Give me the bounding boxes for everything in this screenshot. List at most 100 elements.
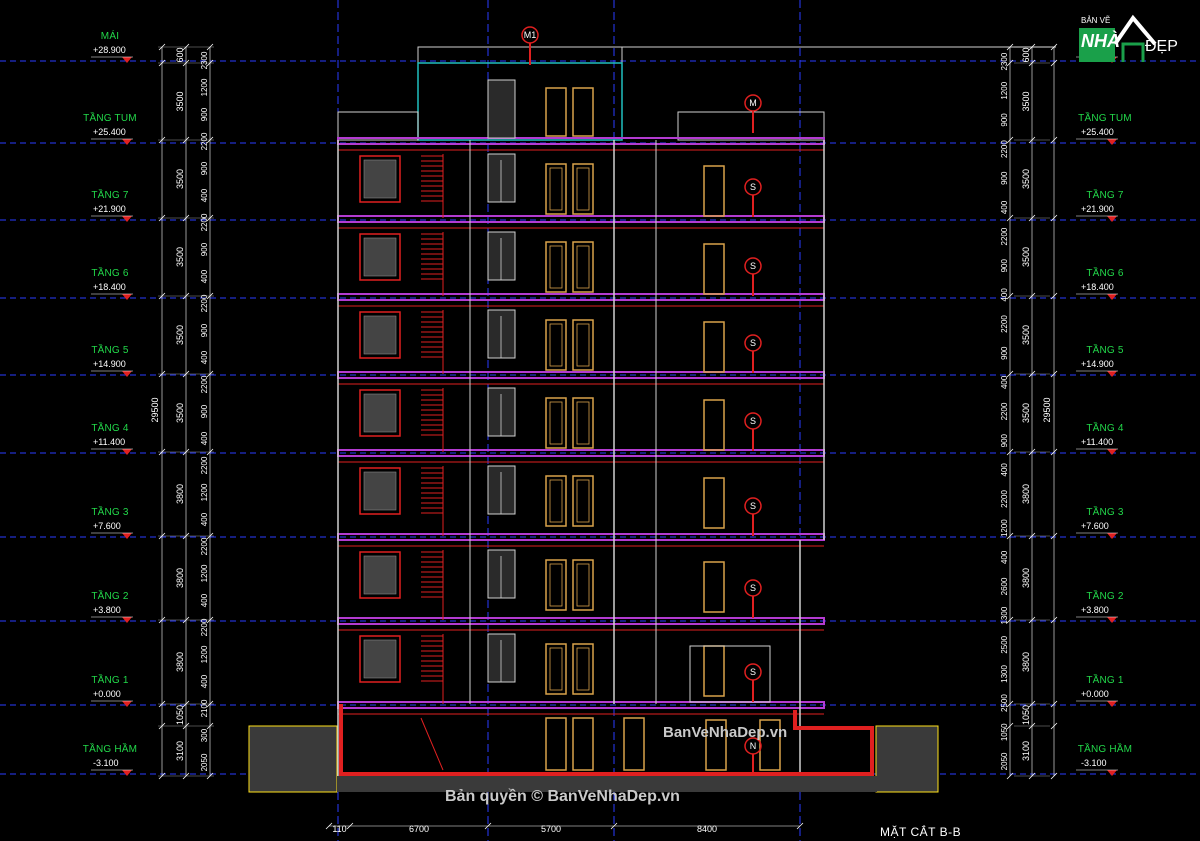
watermark-center: BanVeNhaDep.vn <box>663 724 788 741</box>
marker-circle <box>521 26 539 44</box>
marker-label: S <box>750 501 756 511</box>
dim-floor-text: 3100 <box>1021 741 1031 761</box>
door-panel <box>549 245 563 289</box>
dim-inner-text: 2200 <box>200 294 209 312</box>
dim-tick <box>1050 616 1058 624</box>
door-right <box>703 477 725 529</box>
door <box>572 559 594 611</box>
dim-floor-text: 1050 <box>175 705 185 725</box>
level-elev-left: +28.900 <box>93 45 126 55</box>
door <box>545 241 567 293</box>
level-name-left: TẦNG 3 <box>91 507 129 518</box>
door-right <box>703 165 725 217</box>
door <box>572 319 594 371</box>
dim-inner-text: 400 <box>1000 463 1009 477</box>
bottom-dim-tick <box>325 822 333 830</box>
level-name-left: TẦNG HẦM <box>82 744 138 755</box>
door <box>545 559 567 611</box>
dim-inner-text: 400 <box>1000 375 1009 389</box>
dim-inner-text: 2300 <box>200 51 209 69</box>
dim-inner-text: 400 <box>200 188 209 202</box>
level-triangle <box>1107 701 1117 707</box>
dim-floor-text: 3100 <box>175 741 185 761</box>
ground-hatch-right <box>875 725 939 793</box>
dim-inner-text: 2200 <box>1000 402 1009 420</box>
level-name-right: TẦNG 5 <box>1086 345 1124 356</box>
window-glass <box>363 471 397 511</box>
level-name-left: TẦNG 5 <box>91 345 129 356</box>
level-triangles <box>91 56 1118 776</box>
marker-circle <box>744 663 762 681</box>
dim-inner-text: 2600 <box>1000 577 1009 595</box>
dim-tick <box>1050 136 1058 144</box>
door-right <box>703 399 725 451</box>
door <box>545 397 567 449</box>
level-elev-right: +3.800 <box>1081 605 1109 615</box>
dim-floor-text: 3500 <box>1021 91 1031 111</box>
dim-inner-text: 400 <box>200 431 209 445</box>
window-glass <box>363 237 397 277</box>
window-glass <box>363 393 397 433</box>
marker-label: S <box>750 416 756 426</box>
door <box>572 475 594 527</box>
basement-door <box>759 719 781 771</box>
dim-inner-text: 1200 <box>200 483 209 501</box>
dim-inner-text: 400 <box>200 593 209 607</box>
bottom-dim-tick <box>484 822 492 830</box>
dim-tick <box>1006 448 1014 456</box>
dim-inner-text: 900 <box>1000 171 1009 185</box>
marker-circle <box>744 334 762 352</box>
dim-floor-text: 600 <box>1021 47 1031 62</box>
level-name-right: TẦNG 3 <box>1086 507 1124 518</box>
dim-inner-text: 2200 <box>1000 227 1009 245</box>
dim-tick <box>1006 43 1014 51</box>
door <box>572 163 594 215</box>
drawing-title: MẶT CẮT B-B <box>880 825 962 839</box>
dim-inner-text: 2500 <box>1000 694 1009 712</box>
level-elev-right: +21.900 <box>1081 204 1114 214</box>
level-triangle <box>122 701 132 707</box>
dim-floor-text: 3500 <box>175 247 185 267</box>
door <box>545 643 567 695</box>
level-triangle <box>1107 449 1117 455</box>
basement-stair <box>420 717 444 771</box>
door <box>572 241 594 293</box>
level-elev-left: +7.600 <box>93 521 121 531</box>
dim-tick <box>1050 292 1058 300</box>
bottom-dim-text: 6700 <box>409 824 429 834</box>
dim-inner-text: 900 <box>1000 433 1009 447</box>
door-right <box>703 321 725 373</box>
dim-inner-text: 900 <box>1000 113 1009 127</box>
basement-door <box>572 717 594 771</box>
door-panel <box>576 323 590 367</box>
dim-inner-text: 2200 <box>200 375 209 393</box>
level-triangle <box>122 294 132 300</box>
door-panel <box>576 479 590 523</box>
logo-left-text: NHÀ <box>1081 31 1120 51</box>
axis-marker: M <box>744 94 762 133</box>
window-left <box>359 635 401 683</box>
axis-marker: S <box>744 663 762 702</box>
dim-inner-text: 1200 <box>1000 519 1009 537</box>
watermark-bottom: Bản quyền © BanVeNhaDep.vn <box>445 788 680 805</box>
tum-door <box>545 87 567 137</box>
dim-tick <box>1050 43 1058 51</box>
dim-tick <box>1006 292 1014 300</box>
right-dimension-chain: 2950060035003500350035003500380038003800… <box>1000 43 1058 780</box>
dim-inner-text: 400 <box>200 674 209 688</box>
ground-hatch-left <box>248 725 338 793</box>
tum-elevator <box>487 79 516 139</box>
door <box>545 475 567 527</box>
window-glass <box>363 315 397 355</box>
marker-circle <box>744 737 762 755</box>
level-name-right: TẦNG 1 <box>1086 675 1124 686</box>
bottom-dim-tick <box>346 822 354 830</box>
dim-inner-text: 2200 <box>200 456 209 474</box>
window-left <box>359 155 401 203</box>
dim-floor-text: 1050 <box>1021 705 1031 725</box>
level-triangle <box>122 139 132 145</box>
bottom-dim-tick <box>796 822 804 830</box>
elevator-door <box>487 231 516 281</box>
